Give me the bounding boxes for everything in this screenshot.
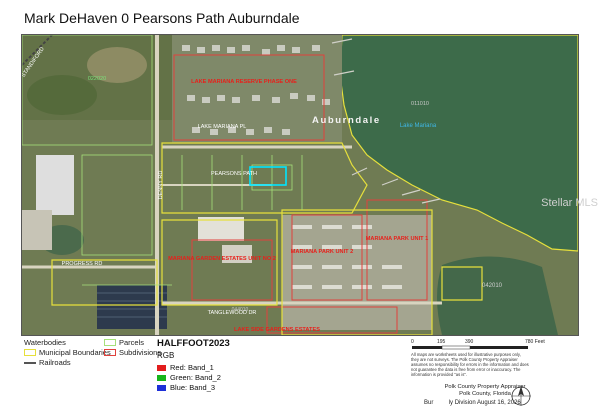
central-building [198, 217, 244, 241]
house-roofs [182, 45, 330, 135]
scale-tick-0: 0 [411, 339, 414, 345]
byline-suffix: ly Division [448, 400, 476, 406]
lake-label: Lake Mariana [400, 123, 437, 129]
scale-bar: 0 195 390 780 Feet [411, 339, 545, 350]
municipal-swatch-icon [24, 349, 36, 356]
red-swatch-icon [157, 364, 166, 371]
print-date-line: Bur ly Division August 16, 2026 [424, 400, 521, 406]
southeast-pond [437, 256, 558, 335]
map-canvas: Auburndale Lake Mariana LAKE MARIANA RES… [22, 35, 578, 335]
parcels-swatch-icon [104, 339, 116, 346]
parcel-lines [22, 35, 303, 286]
imagery-title: HALFFOOT2023 [157, 338, 230, 349]
byline-prefix: Bur [424, 400, 434, 406]
road-label-pearsons-path: PEARSONS PATH [211, 171, 257, 177]
scale-tick-780: 780 Feet [525, 339, 545, 345]
industrial-yard [22, 210, 52, 250]
appraiser-line-1: Polk County Property Appraiser [444, 384, 526, 390]
legend-item-subdivisions: Subdivisions [104, 348, 161, 357]
disclaimer-text: All maps are worksheets used for illustr… [411, 352, 529, 377]
scale-tick-195: 195 [437, 339, 446, 345]
municipal-boundary-lake [339, 35, 578, 252]
municipal-boundaries [51, 142, 483, 335]
section-label-2: 011010 [411, 101, 429, 107]
section-label-4: 044010 [232, 307, 249, 313]
appraiser-block: Polk County Property Appraiser Polk Coun… [435, 384, 535, 397]
blue-swatch-icon [157, 384, 166, 391]
city-label: Auburndale [312, 115, 381, 126]
boat-docks [331, 38, 441, 204]
lake-mariana [340, 35, 578, 251]
subdivision-label-3: MARIANA PARK UNIT 1 [366, 236, 428, 242]
band-green: Green: Band_2 [157, 373, 221, 382]
subdivision-label-4: MARIANA PARK UNIT 2 [291, 249, 353, 255]
section-label-3: 042010 [482, 283, 503, 289]
scale-segment [441, 345, 471, 350]
legend-item-parcels: Parcels [104, 338, 144, 347]
tree-cluster [27, 75, 97, 115]
scale-tick-390: 390 [465, 339, 474, 345]
band-red: Red: Band_1 [157, 363, 214, 372]
north-arrow-icon [511, 385, 531, 406]
mobile-home-park [282, 215, 432, 330]
map-title: Mark DeHaven 0 Pearsons Path Auburndale [24, 10, 300, 26]
central-building-2 [222, 245, 252, 263]
scale-segment [412, 346, 442, 349]
green-swatch-icon [157, 374, 166, 381]
legend-item-railroads: Railroads [24, 358, 71, 367]
subject-parcel[interactable] [249, 166, 287, 186]
industrial-building [36, 155, 74, 215]
railroad [22, 35, 53, 66]
railroad-swatch-icon [24, 361, 36, 364]
watermark: Stellar MLS [541, 197, 598, 209]
road-label-progress: PROGRESS RD [62, 261, 103, 267]
subdivisions-swatch-icon [104, 349, 116, 356]
print-date: August 16, 2026 [477, 400, 521, 406]
imagery-rgb: RGB [157, 351, 175, 360]
subdivision-label-5: LAKE SIDE GARDENS ESTATES [234, 327, 320, 333]
section-label-1: 022020 [88, 76, 106, 82]
scale-segment [470, 346, 528, 349]
subdivision-label-2: MARIANA GARDEN ESTATES UNIT NO 2 [168, 256, 276, 262]
aerial-map[interactable]: Auburndale Lake Mariana LAKE MARIANA RES… [21, 34, 579, 336]
road-label-denny: DENNY RD [158, 171, 164, 200]
legend-item-municipal: Municipal Boundaries [24, 348, 111, 357]
legend-item-waterbodies: Waterbodies [24, 338, 66, 347]
band-blue: Blue: Band_3 [157, 383, 215, 392]
road-label-lake-mariana-pl: LAKE MARIANA PL [198, 124, 247, 130]
appraiser-line-2: Polk County, Florida [459, 390, 511, 397]
road-label-tanglewood: TANGLEWOOD DR [208, 310, 257, 316]
field-patch [87, 47, 147, 83]
subdivision-label-1: LAKE MARIANA RESERVE PHASE ONE [191, 79, 297, 85]
subdivision-boundaries [173, 54, 428, 334]
